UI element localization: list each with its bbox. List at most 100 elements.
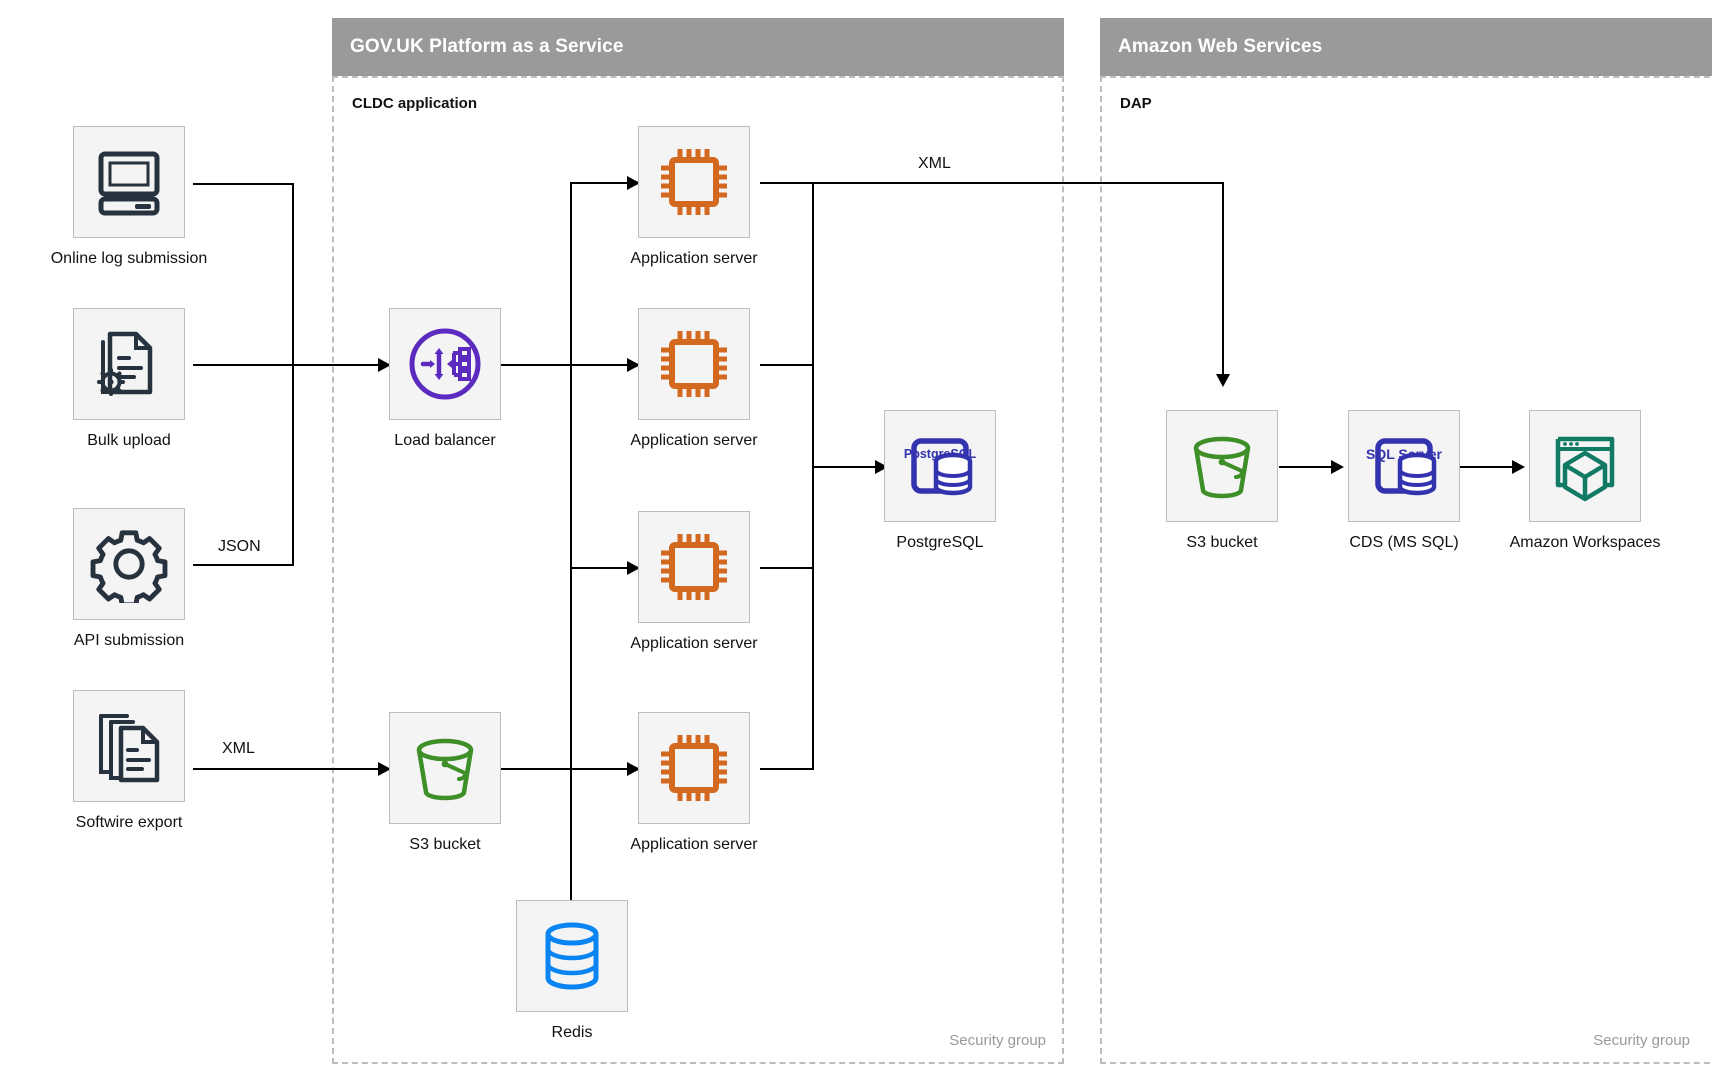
edge-label-xml-dap: XML bbox=[918, 155, 951, 172]
arrowhead-app-server-1 bbox=[627, 176, 640, 190]
documents-stack-icon bbox=[99, 714, 160, 783]
tile-cds-ms-sql: SQL Server bbox=[1348, 410, 1460, 522]
load-balancer-icon bbox=[409, 328, 481, 400]
edge-distribution-column bbox=[570, 182, 572, 892]
node-redis[interactable]: Redis bbox=[516, 900, 628, 1041]
node-api-submission[interactable]: API submission bbox=[73, 508, 185, 649]
tile-s3-bucket-paas bbox=[389, 712, 501, 824]
desktop-computer-icon bbox=[98, 151, 160, 216]
edge-app-server-4-out bbox=[760, 768, 814, 770]
tile-amazon-workspaces bbox=[1529, 410, 1641, 522]
edge-merge-column-top bbox=[292, 183, 294, 366]
edge-xml-to-aws bbox=[760, 182, 1224, 184]
zone-header-paas-label: GOV.UK Platform as a Service bbox=[350, 36, 624, 57]
edge-cds-to-workspaces bbox=[1460, 466, 1519, 468]
tile-bulk-upload bbox=[73, 308, 185, 420]
tile-app-server-4 bbox=[638, 712, 750, 824]
arrowhead-app-server-3 bbox=[627, 561, 640, 575]
node-softwire-export[interactable]: Softwire export bbox=[73, 690, 185, 831]
arrowhead-aws-s3-bucket bbox=[1216, 374, 1230, 387]
node-load-balancer[interactable]: Load balancer bbox=[389, 308, 501, 449]
tile-app-server-2 bbox=[638, 308, 750, 420]
tile-app-server-1 bbox=[638, 126, 750, 238]
node-s3-bucket-aws[interactable]: S3 bucket bbox=[1166, 410, 1278, 551]
node-label-redis: Redis bbox=[551, 1024, 593, 1041]
node-label-api-submission: API submission bbox=[73, 632, 185, 649]
edge-xml-down-to-s3 bbox=[1222, 182, 1224, 380]
zone-header-paas: GOV.UK Platform as a Service bbox=[332, 18, 1064, 76]
tile-postgresql: PostgreSQL bbox=[884, 410, 996, 522]
zone-header-aws-label: Amazon Web Services bbox=[1118, 36, 1323, 57]
edge-merge-column-bottom bbox=[292, 364, 294, 566]
node-bulk-upload[interactable]: Bulk upload bbox=[73, 308, 185, 449]
edge-label-json: JSON bbox=[218, 538, 261, 555]
edge-api-to-merge bbox=[193, 564, 294, 566]
node-label-app-server-4: Application server bbox=[630, 836, 758, 853]
edge-app-server-3-out bbox=[760, 567, 814, 569]
edge-collector-column bbox=[812, 182, 814, 770]
node-app-server-2[interactable]: Application server bbox=[630, 308, 758, 449]
node-label-app-server-3: Application server bbox=[630, 635, 758, 652]
node-label-postgresql: PostgreSQL bbox=[896, 534, 984, 551]
node-label-cds-ms-sql: CDS (MS SQL) bbox=[1349, 534, 1459, 551]
node-label-load-balancer: Load balancer bbox=[394, 432, 496, 449]
workspaces-cube-icon bbox=[1555, 436, 1615, 502]
zone-sublabel-cldc-application: CLDC application bbox=[352, 95, 478, 112]
node-label-online-log-submission: Online log submission bbox=[50, 250, 208, 267]
edge-online-log-to-merge bbox=[193, 183, 294, 185]
node-amazon-workspaces[interactable]: Amazon Workspaces bbox=[1510, 410, 1660, 551]
arrowhead-app-server-4 bbox=[627, 762, 640, 776]
tile-app-server-3 bbox=[638, 511, 750, 623]
edge-app-server-2-out bbox=[760, 364, 814, 366]
zone-footnote-paas-security-group: Security group bbox=[949, 1032, 1046, 1049]
zone-box-aws bbox=[1100, 76, 1712, 1064]
cpu-chip-icon bbox=[661, 331, 727, 397]
edge-label-xml-softwire: XML bbox=[222, 740, 255, 757]
node-label-s3-bucket-aws: S3 bucket bbox=[1186, 534, 1258, 551]
tile-online-log-submission bbox=[73, 126, 185, 238]
gear-icon bbox=[90, 530, 168, 603]
arrowhead-paas-s3-bucket bbox=[378, 762, 391, 776]
node-postgresql[interactable]: PostgreSQL PostgreSQL bbox=[884, 410, 996, 551]
node-label-bulk-upload: Bulk upload bbox=[87, 432, 171, 449]
cpu-chip-icon bbox=[661, 534, 727, 600]
arrowhead-amazon-workspaces bbox=[1512, 460, 1525, 474]
document-settings-icon bbox=[97, 331, 153, 396]
edge-softwire-to-s3 bbox=[193, 768, 383, 770]
tile-redis bbox=[516, 900, 628, 1012]
edge-s3-to-app-server-4 bbox=[501, 768, 632, 770]
node-label-softwire-export: Softwire export bbox=[75, 814, 183, 831]
arrowhead-app-server-2 bbox=[627, 358, 640, 372]
bucket-icon bbox=[1193, 436, 1251, 499]
cpu-chip-icon bbox=[661, 735, 727, 801]
arrowhead-cds bbox=[1331, 460, 1344, 474]
edge-dist-to-app-server-1 bbox=[570, 182, 632, 184]
node-app-server-4[interactable]: Application server bbox=[630, 712, 758, 853]
node-label-app-server-1: Application server bbox=[630, 250, 758, 267]
node-label-app-server-2: Application server bbox=[630, 432, 758, 449]
postgresql-icon: PostgreSQL bbox=[904, 438, 976, 496]
sql-server-icon: SQL Server bbox=[1366, 438, 1443, 496]
zone-sublabel-dap: DAP bbox=[1120, 95, 1152, 112]
node-app-server-1[interactable]: Application server bbox=[630, 126, 758, 267]
edge-dist-to-app-server-2 bbox=[570, 364, 632, 366]
cpu-chip-icon bbox=[661, 149, 727, 215]
zone-footnote-aws-security-group: Security group bbox=[1593, 1032, 1690, 1049]
node-label-s3-bucket-paas: S3 bucket bbox=[409, 836, 481, 853]
edge-inputs-to-load-balancer bbox=[193, 364, 383, 366]
node-app-server-3[interactable]: Application server bbox=[630, 511, 758, 652]
tile-softwire-export bbox=[73, 690, 185, 802]
edge-dist-to-app-server-3 bbox=[570, 567, 632, 569]
zone-box-paas bbox=[332, 76, 1064, 1064]
tile-s3-bucket-aws bbox=[1166, 410, 1278, 522]
node-cds-ms-sql[interactable]: SQL Server CDS (MS SQL) bbox=[1348, 410, 1460, 551]
edge-s3-to-cds bbox=[1279, 466, 1338, 468]
node-s3-bucket-paas[interactable]: S3 bucket bbox=[389, 712, 501, 853]
node-online-log-submission[interactable]: Online log submission bbox=[51, 126, 207, 267]
tile-load-balancer bbox=[389, 308, 501, 420]
edge-collector-to-postgresql bbox=[812, 466, 882, 468]
zone-header-aws: Amazon Web Services bbox=[1100, 18, 1712, 76]
bucket-icon bbox=[416, 738, 474, 801]
edge-redis-to-distribution bbox=[570, 768, 572, 900]
